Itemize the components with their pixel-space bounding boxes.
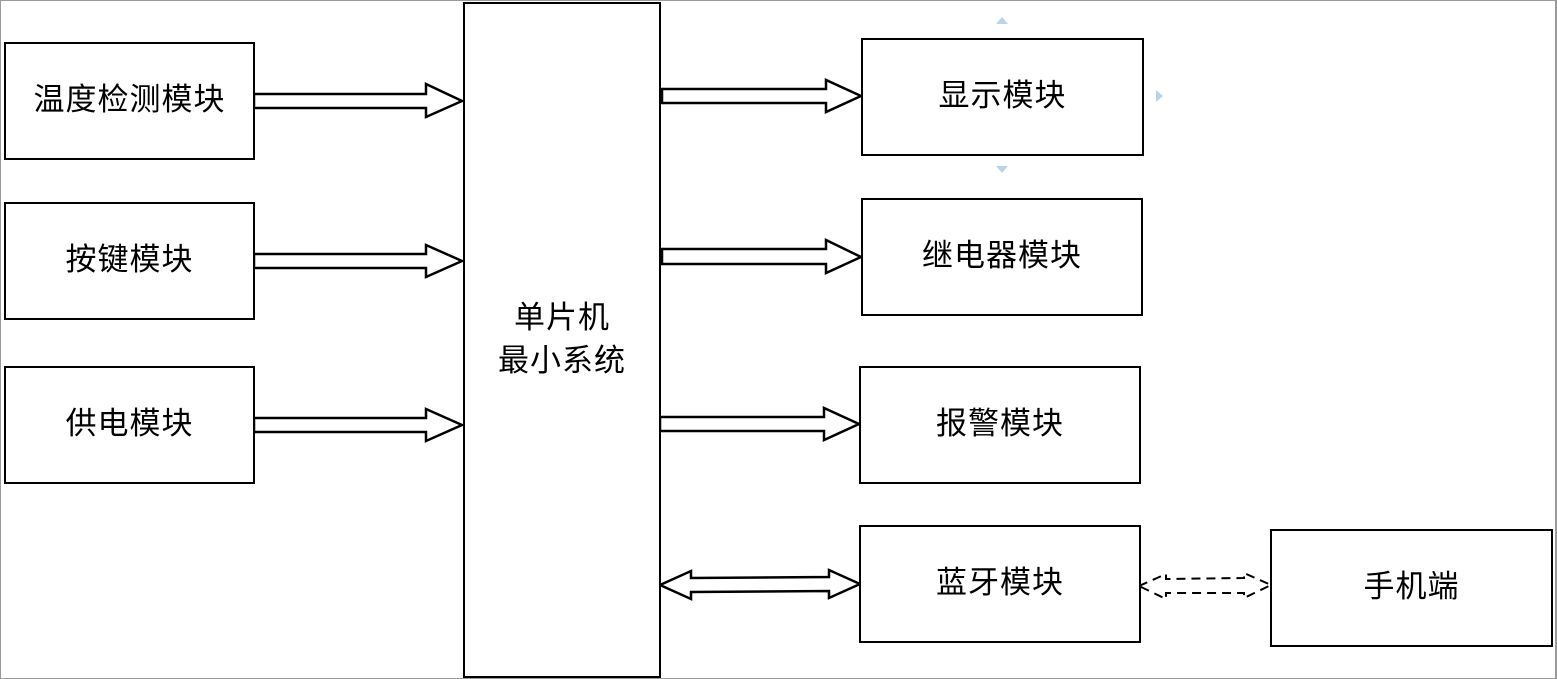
bluetooth-module-box[interactable]: 蓝牙模块 — [859, 525, 1141, 643]
alarm-module-box[interactable]: 报警模块 — [859, 366, 1141, 484]
frame-left-border — [0, 0, 1, 679]
arrow-mcu-to-relay[interactable] — [660, 238, 864, 275]
temperature-module-box[interactable]: 温度检测模块 — [4, 42, 255, 160]
alarm-module-label: 报警模块 — [936, 406, 1064, 443]
arrow-bt-phone-dashed[interactable] — [1136, 571, 1274, 601]
resize-handle-right-icon[interactable] — [1156, 90, 1163, 102]
power-module-box[interactable]: 供电模块 — [4, 366, 255, 484]
relay-module-box[interactable]: 继电器模块 — [861, 198, 1143, 316]
display-module-label: 显示模块 — [938, 78, 1067, 115]
bluetooth-module-label: 蓝牙模块 — [936, 565, 1064, 602]
phone-box[interactable]: 手机端 — [1270, 529, 1553, 647]
resize-handle-down-icon[interactable] — [996, 166, 1008, 173]
arrow-keys-to-mcu[interactable] — [252, 243, 466, 279]
mcu-system-label: 单片机 最小系统 — [498, 299, 626, 379]
phone-label: 手机端 — [1363, 569, 1460, 606]
frame-top-border — [0, 0, 1557, 1]
relay-module-label: 继电器模块 — [922, 238, 1082, 275]
temperature-module-label: 温度检测模块 — [33, 82, 226, 119]
arrow-mcu-to-display[interactable] — [660, 78, 865, 114]
power-module-label: 供电模块 — [65, 406, 194, 443]
frame-right-border — [1555, 0, 1557, 679]
arrow-mcu-to-alarm[interactable] — [658, 406, 863, 442]
keypad-module-box[interactable]: 按键模块 — [4, 202, 255, 320]
display-module-box[interactable]: 显示模块 — [861, 38, 1144, 156]
arrow-power-to-mcu[interactable] — [252, 407, 466, 443]
arrow-mcu-bt-bidirectional[interactable] — [656, 568, 864, 601]
arrow-temp-to-mcu[interactable] — [252, 82, 466, 119]
resize-handle-up-icon[interactable] — [996, 17, 1008, 24]
mcu-system-box[interactable]: 单片机 最小系统 — [463, 2, 661, 678]
keypad-module-label: 按键模块 — [65, 242, 194, 279]
